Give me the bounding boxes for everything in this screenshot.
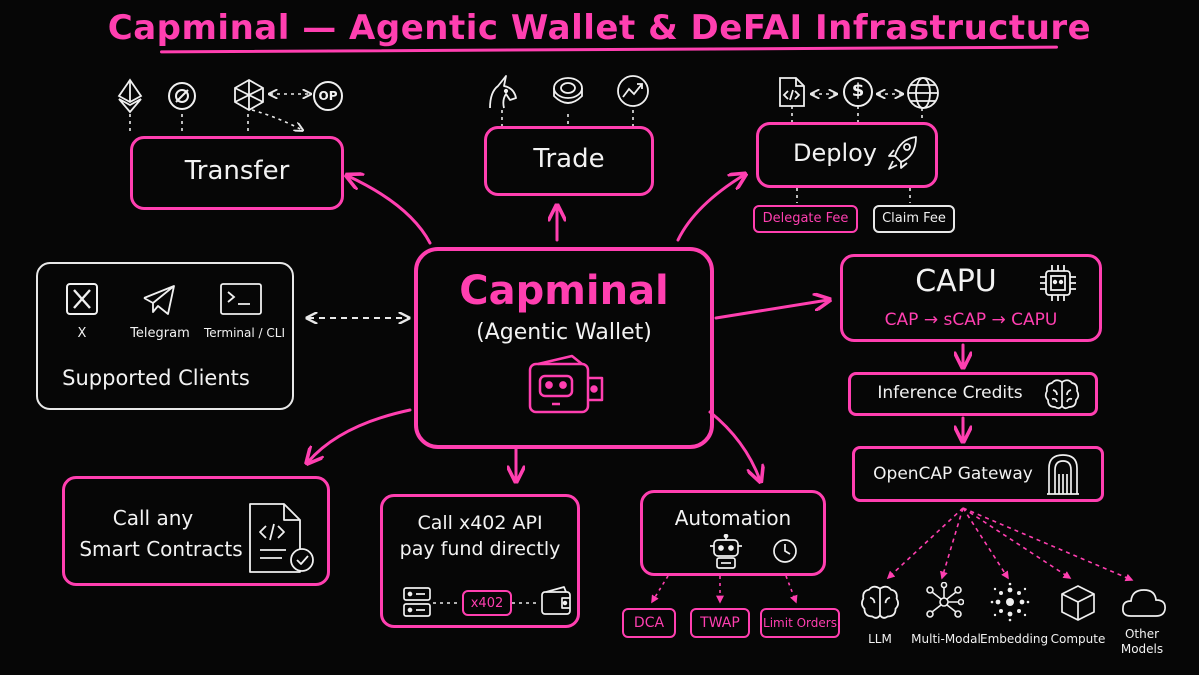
server-icon [402, 586, 432, 618]
capminal-subtitle: (Agentic Wallet) [476, 320, 652, 345]
clock-icon [772, 538, 798, 564]
x402-tag: x402 [462, 590, 512, 616]
trade-node[interactable] [484, 126, 654, 196]
dollar-coin-icon [842, 76, 874, 108]
client-telegram-label: Telegram [130, 326, 190, 341]
contracts-node[interactable] [62, 476, 330, 586]
model-compute-icon [1060, 584, 1096, 622]
transfer-node[interactable] [130, 136, 344, 210]
capu-node[interactable] [840, 254, 1102, 342]
deploy-label: Deploy [792, 139, 878, 167]
terminal-icon [220, 283, 262, 315]
chip-icon [1038, 264, 1078, 302]
wallet-robot-icon [526, 354, 606, 420]
client-x-label: X [77, 326, 87, 341]
contracts-line1: Call any [112, 506, 194, 530]
order-dca-tag: DCA [622, 608, 676, 638]
inference-label: Inference Credits [877, 383, 1023, 403]
x402-line1: Call x402 API [417, 512, 543, 534]
ethereum-icon [117, 78, 143, 114]
model-multimodal-label: Multi-Modal [911, 632, 981, 646]
order-twap-tag: TWAP [690, 608, 750, 638]
diagram-title: Capminal — Agentic Wallet & DeFAI Infras… [107, 8, 1092, 48]
robot-icon [706, 534, 746, 570]
code-document-icon [246, 500, 320, 578]
model-llm-label: LLM [868, 632, 892, 646]
code-file-icon [778, 76, 806, 108]
brain-icon [1044, 378, 1080, 410]
capminal-center-node[interactable] [414, 247, 714, 449]
dollar-sign: $ [851, 80, 865, 101]
trade-label: Trade [533, 144, 605, 174]
capminal-title: Capminal [459, 268, 669, 314]
automation-label: Automation [674, 506, 792, 530]
wallet-icon [540, 586, 574, 616]
model-other-label: Other Models [1120, 627, 1164, 656]
model-compute-label: Compute [1050, 632, 1106, 646]
capu-flow: CAP → sCAP → CAPU [884, 310, 1058, 330]
clients-title: Supported Clients [62, 366, 250, 390]
inference-node[interactable] [848, 372, 1098, 416]
model-other-icon [1120, 586, 1168, 618]
model-multimodal-icon [924, 582, 964, 622]
contracts-line2: Smart Contracts [79, 537, 243, 561]
transfer-label: Transfer [184, 156, 290, 186]
gateway-label: OpenCAP Gateway [873, 464, 1033, 484]
arrow-to-contracts [308, 408, 412, 462]
arrow-to-automation [708, 410, 760, 480]
deploy-node[interactable] [756, 122, 938, 188]
op-badge-icon [312, 80, 344, 112]
gateway-node[interactable] [852, 446, 1104, 502]
chart-trend-icon [616, 74, 650, 108]
arrow-to-capu [714, 300, 828, 320]
model-embedding-icon [990, 582, 1030, 622]
x-logo-icon [66, 283, 98, 315]
arrow-to-transfer [348, 176, 432, 245]
order-limit-tag: Limit Orders [760, 608, 840, 638]
automation-node[interactable] [640, 490, 826, 576]
chain-ring-icon [166, 80, 198, 112]
capu-title: CAPU [915, 264, 997, 299]
x402-node[interactable] [380, 494, 580, 628]
arrow-to-deploy [676, 175, 744, 242]
op-label: OP [318, 89, 338, 103]
gateway-arch-icon [1046, 452, 1080, 496]
rocket-icon [886, 134, 920, 172]
coin-stack-icon [550, 74, 586, 110]
telegram-icon [142, 284, 176, 316]
client-terminal-label: Terminal / CLI [204, 326, 285, 340]
clients-node[interactable] [36, 262, 294, 410]
model-llm-icon [860, 584, 900, 620]
claim-fee-tag: Claim Fee [873, 205, 955, 233]
unicorn-icon [484, 74, 520, 110]
delegate-fee-tag: Delegate Fee [753, 205, 858, 233]
globe-icon [906, 76, 940, 110]
x402-line2: pay fund directly [399, 538, 561, 560]
model-embedding-label: Embedding [980, 632, 1049, 646]
polygon-icon [232, 78, 266, 112]
